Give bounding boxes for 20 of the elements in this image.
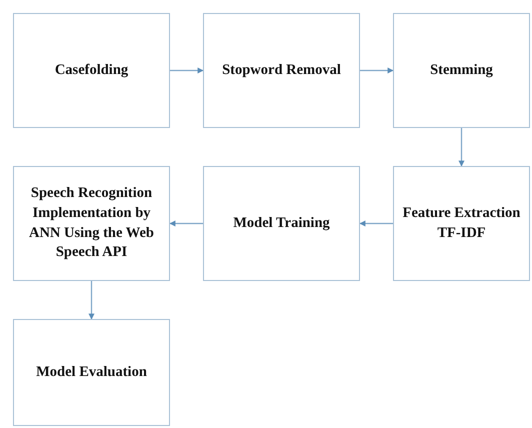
arrow bbox=[170, 68, 204, 74]
box-label: Casefolding bbox=[54, 60, 128, 80]
process-box bbox=[203, 166, 360, 281]
arrow bbox=[360, 68, 394, 74]
box-label: Model Training bbox=[233, 214, 330, 233]
box-label: Speech Recognition Implementation by ANN Using the Web Speech API bbox=[28, 184, 155, 262]
arrow bbox=[88, 281, 94, 320]
process-box bbox=[13, 13, 170, 128]
process-box bbox=[203, 13, 360, 128]
process-box bbox=[13, 166, 170, 281]
arrow bbox=[169, 220, 203, 226]
process-box bbox=[393, 166, 530, 281]
process-box bbox=[393, 13, 530, 128]
box-label: Stopword Removal bbox=[222, 60, 341, 80]
box-label: Stemming bbox=[430, 60, 493, 80]
box-label: Feature Extraction TF-IDF bbox=[402, 204, 522, 242]
process-box bbox=[13, 319, 170, 426]
arrow bbox=[458, 128, 464, 167]
arrow bbox=[359, 220, 393, 226]
box-label: Model Evaluation bbox=[36, 362, 147, 382]
